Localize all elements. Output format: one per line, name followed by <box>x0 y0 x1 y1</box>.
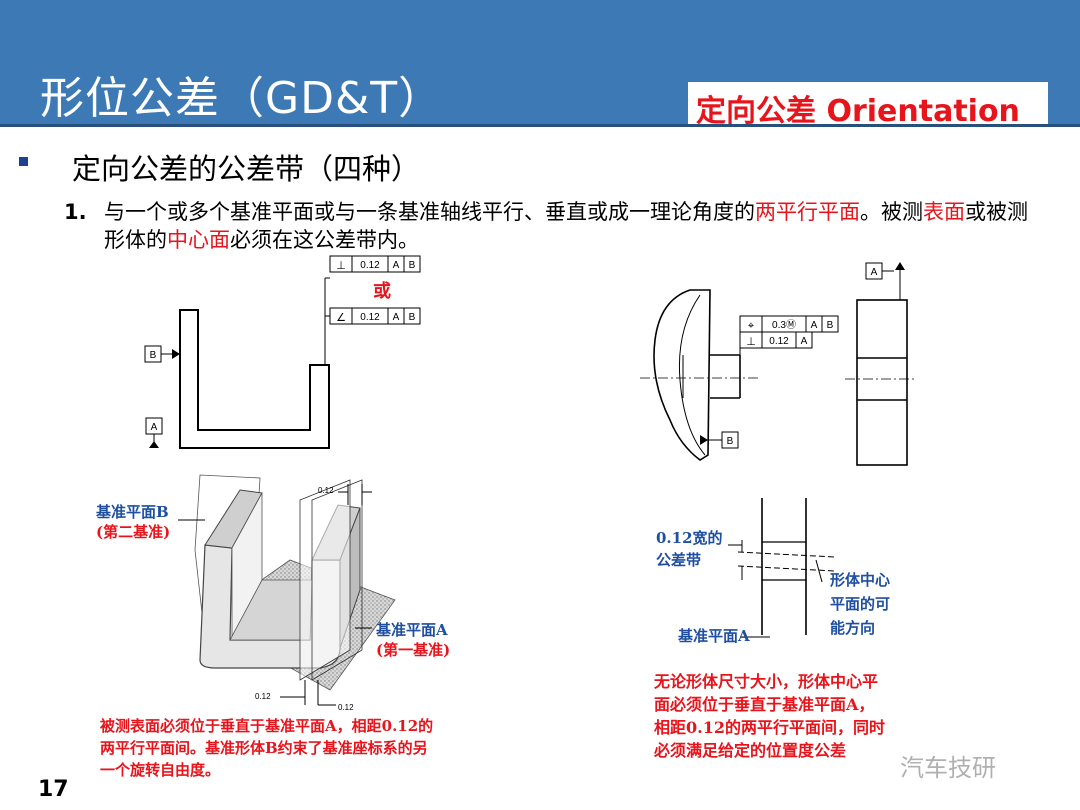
item-text: 与一个或多个基准平面或与一条基准轴线平行、垂直或成一理论角度的两平行平面。被测表… <box>104 198 1044 254</box>
fcf-datum: A <box>393 312 400 323</box>
label-center-plane: 平面的可 <box>830 595 891 613</box>
highlight-run: 两平行平面 <box>755 200 860 224</box>
fcf-value: 0.12 <box>360 260 380 271</box>
page-number: 17 <box>38 777 69 802</box>
fcf-symbol: ∠ <box>336 312 346 324</box>
text-run: 与一个或多个基准平面或与一条基准轴线平行、垂直或成一理论角度的 <box>104 200 755 224</box>
fcf-datum: A <box>811 320 818 331</box>
fcf-datum: B <box>409 260 416 271</box>
fcf-datum: B <box>827 320 834 331</box>
left-fcf-perpendicularity <box>329 255 421 273</box>
fcf-symbol: ⊥ <box>336 260 346 272</box>
left-caption-line: 一个旋转自由度。 <box>100 761 221 779</box>
dim-label: 0.12 <box>255 692 271 701</box>
subtitle-box <box>688 82 1048 126</box>
dim-label: 0.12 <box>318 486 334 495</box>
label-center-plane: 能方向 <box>830 619 876 637</box>
label-zone: 0.12宽的 <box>656 529 723 547</box>
datum-a-label: A <box>871 267 878 278</box>
left-caption-line: 两平行平面间。基准形体B约束了基准座标系的另 <box>100 739 428 757</box>
dim-label: 0.12 <box>338 703 354 712</box>
right-part-drawing <box>640 289 760 461</box>
right-caption-line: 无论形体尺寸大小，形体中心平 <box>654 672 879 691</box>
right-caption-line: 相距0.12的两平行平面间，同时 <box>654 718 885 737</box>
fcf-value: 0.12 <box>769 336 789 347</box>
label-datum-a: 基准平面A <box>376 621 448 639</box>
text-run: 或被测形体的 <box>104 200 1028 252</box>
fcf-symbol: ⌖ <box>748 320 754 332</box>
highlight-run: 表面 <box>923 200 965 224</box>
fcf-symbol: ⊥ <box>746 336 756 348</box>
label-datum-a-primary: (第一基准) <box>376 641 451 659</box>
or-label: 或 <box>373 280 391 301</box>
fcf-datum: A <box>393 260 400 271</box>
label-center-plane: 形体中心 <box>830 571 891 589</box>
datum-b-label: B <box>150 350 157 361</box>
right-caption-line: 面必须位于垂直于基准平面A， <box>654 695 875 714</box>
bullet-square-icon <box>19 157 28 166</box>
text-run: 。被测 <box>860 200 923 224</box>
right-caption-line: 必须满足给定的位置度公差 <box>654 741 847 760</box>
right-side-view <box>845 262 915 466</box>
datum-a-label: A <box>151 422 158 433</box>
label-plane-a: 基准平面A <box>678 627 750 645</box>
label-datum-b-secondary: (第二基准) <box>96 523 171 541</box>
datum-b-symbol <box>144 345 180 363</box>
fcf-value: 0.3Ⓜ <box>772 319 796 331</box>
highlight-run: 中心面 <box>167 228 230 252</box>
left-fcf-angularity <box>329 307 421 325</box>
header-divider <box>0 124 1080 127</box>
fcf-datum: A <box>801 336 808 347</box>
left-caption-line: 被测表面必须位于垂直于基准平面A，相距0.12的 <box>100 717 434 735</box>
left-3d-channel <box>178 474 396 706</box>
right-fcf-position <box>739 315 839 349</box>
fcf-datum: B <box>409 312 416 323</box>
datum-a-symbol <box>145 417 163 448</box>
right-tolerance-zone <box>728 498 836 638</box>
left-channel-drawing <box>179 277 330 449</box>
watermark: 汽车技研 <box>900 754 996 782</box>
label-zone: 公差带 <box>656 551 702 569</box>
slide-title: 形位公差（GD&T） <box>40 73 444 124</box>
text-run: 必须在这公差带内。 <box>230 228 419 252</box>
datum-b-label: B <box>727 436 734 447</box>
slide-subtitle: 定向公差 Orientation <box>696 94 1020 129</box>
label-datum-b: 基准平面B <box>96 503 169 521</box>
section-heading: 定向公差的公差带（四种） <box>72 152 421 186</box>
datum-b-symbol-right <box>700 431 739 449</box>
item-number: 1. <box>64 200 87 224</box>
fcf-value: 0.12 <box>360 312 380 323</box>
